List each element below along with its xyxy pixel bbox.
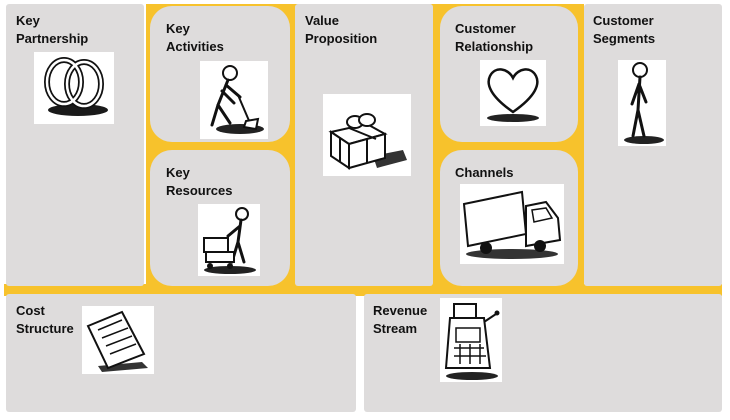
revenue-stream-title: Revenue Stream — [373, 303, 428, 336]
standing-person-icon — [618, 60, 666, 146]
person-pushing-cart-icon — [198, 204, 260, 276]
receipt-paper-icon — [82, 306, 154, 374]
heart-icon — [480, 60, 546, 126]
customer-segments-block: Customer Segments — [584, 4, 722, 286]
key-activities-block: Key Activities — [150, 6, 290, 142]
key-resources-block: Key Resources — [150, 150, 290, 286]
person-digging-icon — [200, 61, 268, 139]
customer-segments-title: Customer Segments — [593, 13, 656, 46]
key-activities-title: Key Activities — [166, 21, 224, 54]
customer-relationship-title: Customer Relationship — [455, 21, 534, 54]
cost-structure-block: Cost Structure — [6, 294, 356, 412]
key-partnership-title: Key Partnership — [16, 13, 89, 46]
key-partnership-block: Key Partnership — [6, 4, 144, 286]
gift-box-icon — [323, 94, 411, 176]
accent-band-bottom — [4, 284, 722, 296]
revenue-stream-block: Revenue Stream — [364, 294, 722, 412]
linked-rings-icon — [34, 52, 114, 124]
channels-block: Channels — [440, 150, 578, 286]
key-resources-title: Key Resources — [166, 165, 233, 198]
cost-structure-title: Cost Structure — [16, 303, 74, 336]
value-proposition-block: Value Proposition — [295, 4, 433, 286]
customer-relationship-block: Customer Relationship — [440, 6, 578, 142]
cash-register-icon — [440, 298, 502, 382]
channels-title: Channels — [455, 165, 514, 180]
delivery-truck-icon — [460, 184, 564, 264]
value-proposition-title: Value Proposition — [305, 13, 378, 46]
